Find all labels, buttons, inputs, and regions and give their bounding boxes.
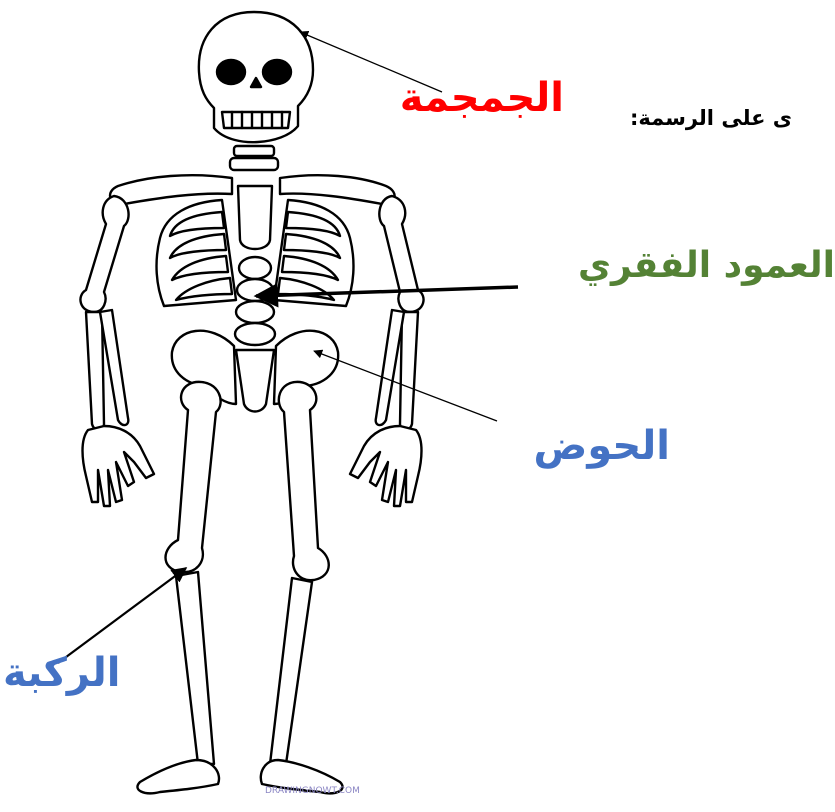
label-pelvis: الحوض	[534, 423, 670, 469]
label-spine: العمود الفقري	[578, 245, 835, 286]
spine	[235, 257, 275, 345]
watermark: DRAWINGNOWT.COM	[265, 786, 360, 796]
sternum	[238, 186, 272, 249]
skull	[199, 12, 313, 142]
skeleton-figure	[80, 12, 423, 793]
pointer-knee	[58, 568, 186, 663]
leg-left	[137, 382, 220, 793]
label-knee: الركبة	[3, 650, 120, 696]
arm-left	[80, 196, 154, 506]
leg-right	[261, 382, 343, 793]
label-skull: الجمجمة	[400, 75, 564, 121]
arm-right	[350, 196, 424, 506]
instruction-text: ى على الرسمة:	[630, 106, 792, 130]
